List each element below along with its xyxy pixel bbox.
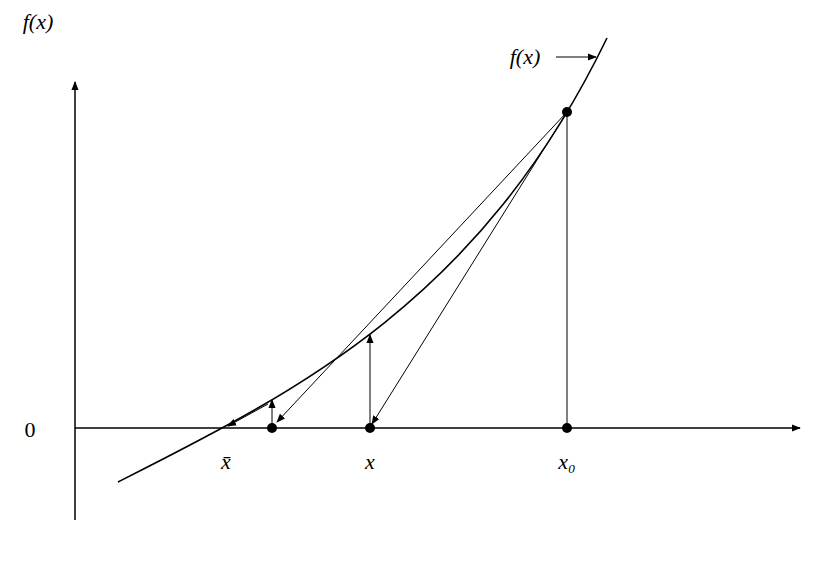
point-dot [562,423,572,433]
function-curve [118,38,607,482]
leader-arrow [556,56,596,57]
step-arrow [228,404,268,426]
root-label: x̄ [219,450,233,474]
x-axis [75,427,800,429]
tangent-arrow [372,112,567,424]
point-dot [267,423,277,433]
step-arrow [370,335,371,428]
tangent-arrow [277,112,567,422]
ordinate-line [567,112,568,428]
start-label: x₀ [556,450,577,474]
curve-label: f(x) [508,45,543,69]
point-dot [562,107,572,117]
point-dot [365,423,375,433]
origin-label: 0 [23,418,38,442]
iterate-label: x [363,450,377,474]
axis-label: f(x) [21,10,56,34]
y-axis [74,82,76,520]
